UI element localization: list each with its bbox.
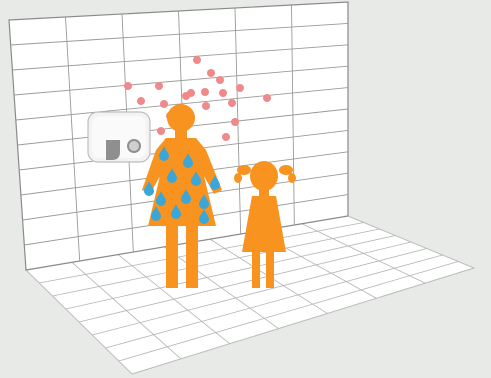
- airborne-particle-icon: [160, 100, 168, 108]
- airborne-particle-icon: [201, 88, 209, 96]
- airborne-particle-icon: [182, 92, 190, 100]
- airborne-particle-icon: [157, 127, 165, 135]
- airborne-particle-icon: [222, 133, 230, 141]
- airborne-particle-icon: [236, 84, 244, 92]
- airborne-particle-icon: [202, 102, 210, 110]
- airborne-particle-icon: [228, 99, 236, 107]
- airborne-particle-icon: [219, 89, 227, 97]
- airborne-particle-icon: [137, 97, 145, 105]
- airborne-particle-icon: [263, 94, 271, 102]
- airborne-particle-icon: [155, 82, 163, 90]
- airborne-particle-icon: [231, 118, 239, 126]
- airborne-particle-icon: [216, 76, 224, 84]
- airborne-particle-icon: [124, 82, 132, 90]
- airborne-particle-icon: [193, 56, 201, 64]
- airborne-particle-icon: [207, 69, 215, 77]
- hand-dryer-icon: [88, 112, 150, 162]
